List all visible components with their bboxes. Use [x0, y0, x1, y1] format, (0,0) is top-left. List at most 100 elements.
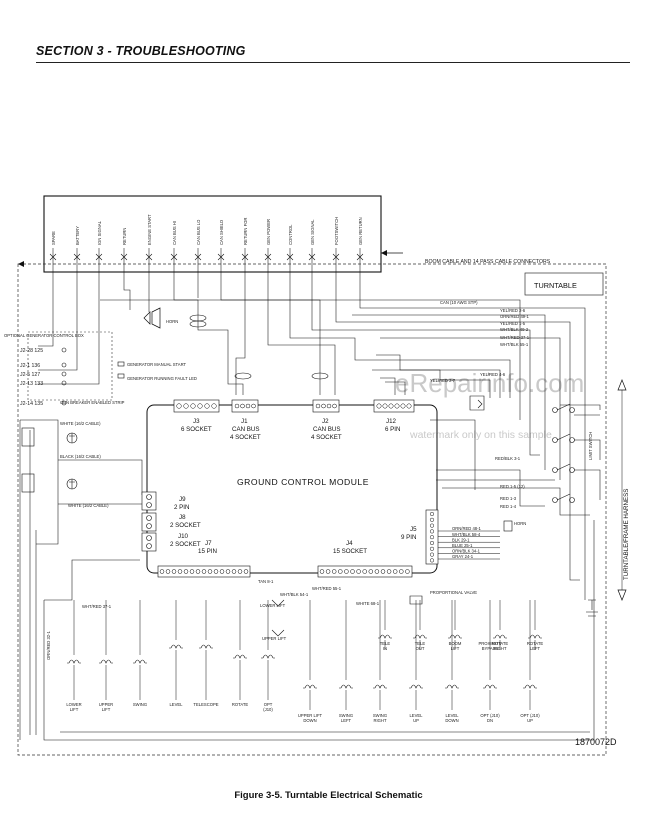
- j10-desc: 2 SOCKET: [170, 541, 201, 548]
- gen-pin-dot: [61, 371, 67, 377]
- connector-pin: [382, 403, 388, 409]
- connector-pin: [240, 403, 245, 409]
- limit-switch-label: LIMIT SWITCH: [588, 432, 593, 460]
- j12-desc: 6 PIN: [385, 426, 400, 433]
- function-label: SWING: [133, 702, 147, 707]
- valve-coil: [339, 684, 353, 689]
- top-pin-label: GEN POWER: [266, 219, 271, 245]
- j5-label: J5: [410, 526, 417, 533]
- connector-pin: [159, 569, 165, 574]
- valve-coil: [169, 644, 183, 649]
- function-label-line2: RIGHT: [493, 646, 506, 651]
- connector-pin: [394, 403, 400, 409]
- connector-pin: [374, 569, 380, 574]
- top-pin-mark: [73, 253, 81, 261]
- j9-label: J9: [179, 496, 186, 503]
- top-pin-mark: [145, 253, 153, 261]
- top-pin-label: IGN SIGNAL: [97, 220, 102, 245]
- section-title: SECTION 3 - TROUBLESHOOTING: [36, 44, 246, 58]
- j4-desc: 15 SOCKET: [333, 548, 367, 555]
- function-label-line2: BYPASS: [482, 646, 499, 651]
- connector-pin: [190, 403, 196, 409]
- j5-wire-label: GRAY 24-1: [452, 554, 474, 559]
- wire-runs: [19, 272, 601, 741]
- connector-pin: [325, 569, 331, 574]
- top-pin-mark: [120, 253, 128, 261]
- turntable-label: TURNTABLE: [534, 281, 577, 290]
- top-pin-mark: [356, 253, 364, 261]
- connector-pin: [405, 569, 410, 574]
- valve-coil: [409, 684, 423, 689]
- function-label-line2: LIFT: [102, 707, 111, 712]
- j9-desc: 2 PIN: [174, 504, 189, 511]
- j3-label: J3: [193, 418, 200, 425]
- connector-pin: [176, 403, 182, 409]
- top-pin-mark: [95, 253, 103, 261]
- right-wire-label: YEL/RED 1-5: [500, 321, 526, 326]
- module-title: GROUND CONTROL MODULE: [237, 477, 369, 487]
- generator-box-label: OPTIONAL GENERATOR CONTROL BOX: [4, 333, 84, 338]
- center-label-lower-lift: LOWER LIFT: [260, 603, 286, 608]
- j12-connector: [373, 399, 415, 413]
- j3-desc: 6 SOCKET: [181, 426, 212, 433]
- j5-wire-label: BLUE 25-1: [452, 543, 473, 548]
- connector-pin: [331, 569, 337, 574]
- function-label-line2: DN: [487, 718, 493, 723]
- gen-pin-label: J2-14 135: [20, 401, 43, 407]
- right-switches: [552, 403, 598, 617]
- function-label: ROTATE: [232, 702, 249, 707]
- j8-label: J8: [179, 514, 186, 521]
- connector-pin: [165, 569, 171, 574]
- top-pin-label: GEN RETURN: [358, 217, 363, 245]
- function-label: LOWER: [66, 702, 81, 707]
- horn-label: HORN: [166, 319, 178, 324]
- function-label-line2: DOWN: [303, 718, 316, 723]
- valve-coil: [199, 644, 213, 649]
- right-wire-label: RED 1-3: [500, 496, 517, 501]
- right-wire-label: YEL/RED 2-7: [430, 378, 456, 383]
- horn-relay-label: HORN: [514, 521, 526, 526]
- j7-connector: [157, 565, 251, 578]
- j5-wire-label: ORN/BLK 34-1: [452, 549, 481, 554]
- top-pin-label: CONTROL: [288, 224, 293, 245]
- connector-pin: [332, 403, 337, 409]
- function-label-line2: LIFT: [70, 707, 79, 712]
- connector-pin: [197, 403, 203, 409]
- j8-connector: [141, 512, 157, 532]
- connector-pin: [225, 569, 231, 574]
- gen-pin-label: J2-1 136: [20, 363, 40, 369]
- right-wire-label: WHT/BLK 55-1: [500, 342, 529, 347]
- horn-relay: [503, 520, 513, 532]
- connector-pin: [204, 403, 210, 409]
- function-label-line2: RIGHT: [373, 718, 386, 723]
- j5-pin: [429, 511, 435, 517]
- top-pin-label: ENGINE START: [147, 214, 152, 245]
- function-label: OPT (J10): [520, 713, 540, 718]
- function-label: BOOM: [449, 641, 462, 646]
- j2-desc2: 4 SOCKET: [311, 434, 342, 441]
- left-relays: [21, 427, 78, 493]
- center-label-white: WHITE 68-1: [356, 601, 380, 606]
- center-label-whtblk: WHT/BLK 54-1: [280, 592, 309, 597]
- connector-pin: [406, 403, 412, 409]
- function-label: LEVEL: [445, 713, 459, 718]
- j7-desc: 15 PIN: [198, 548, 217, 555]
- connector-pin: [171, 569, 177, 574]
- turntable-boundary: [17, 263, 607, 756]
- connector-pin: [356, 569, 361, 574]
- top-pin-mark: [332, 253, 340, 261]
- function-label-line2: OUT: [416, 646, 425, 651]
- j1-desc: CAN BUS: [232, 426, 260, 433]
- left-vertical-wire-2: WHT/RED 37-1: [82, 604, 112, 609]
- cable-label-1: WHITE (16/2 CABLE): [60, 421, 101, 426]
- function-label: PROXIMITY: [478, 641, 501, 646]
- turntable-label-box: [524, 272, 604, 296]
- j2-desc: CAN BUS: [313, 426, 341, 433]
- connector-pin: [219, 569, 225, 574]
- center-valves: [271, 595, 423, 637]
- horn-symbol: [143, 307, 161, 329]
- j5-wire-label: BLK 29-1: [452, 537, 470, 542]
- j2-label: J2: [322, 418, 329, 425]
